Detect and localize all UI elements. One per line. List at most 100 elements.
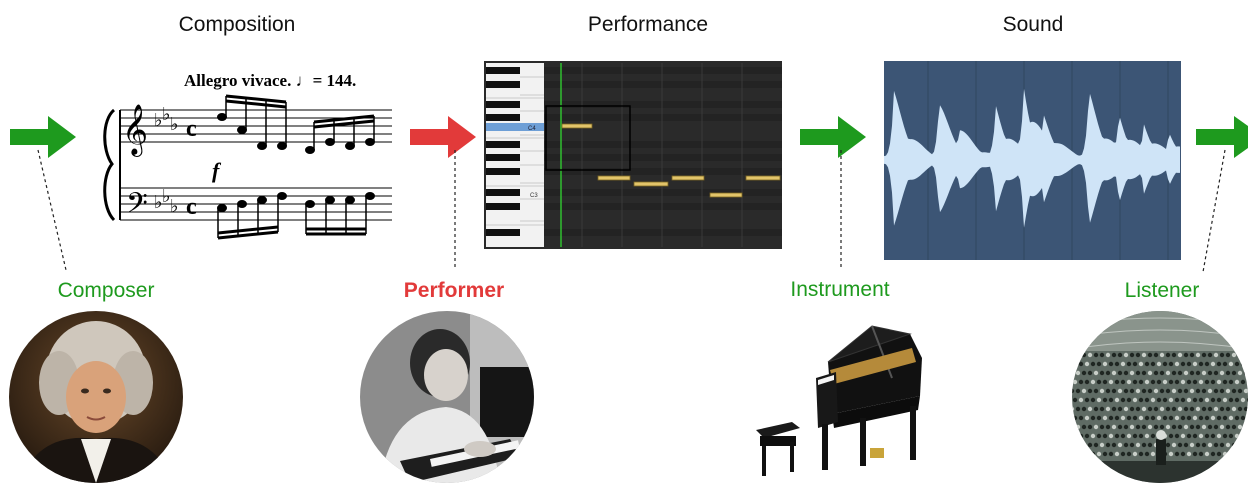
audience-member: [1162, 361, 1168, 367]
audience-member: [1090, 379, 1096, 385]
audience-member: [1198, 397, 1204, 403]
audience-member: [1087, 406, 1093, 412]
audience-member: [1072, 379, 1078, 385]
audience-member: [1201, 352, 1207, 358]
audience-member: [1228, 361, 1234, 367]
audience-member: [1165, 352, 1171, 358]
audience-member: [1141, 406, 1147, 412]
audience-member: [1114, 451, 1120, 457]
audience-member: [1108, 379, 1114, 385]
audience-member: [1156, 397, 1162, 403]
svg-text:♭: ♭: [154, 110, 163, 131]
audience-member: [1168, 451, 1174, 457]
audience-member: [1168, 361, 1174, 367]
audience-member: [1165, 406, 1171, 412]
audience-member: [1102, 379, 1108, 385]
audience-member: [1243, 406, 1248, 412]
audience-member: [1168, 433, 1174, 439]
audience-member: [1198, 361, 1204, 367]
audience-member: [1219, 424, 1225, 430]
audience-member: [1195, 370, 1201, 376]
audience-member: [1186, 433, 1192, 439]
audience-member: [1180, 433, 1186, 439]
audience-member: [1192, 451, 1198, 457]
audience-member: [1135, 442, 1141, 448]
audience-member: [1192, 397, 1198, 403]
role-label-listener: Listener: [1124, 279, 1200, 302]
audio-waveform: [884, 61, 1181, 260]
audience-member: [1204, 361, 1210, 367]
audience-member: [1084, 361, 1090, 367]
audience-member: [1141, 442, 1147, 448]
audience-member: [1201, 424, 1207, 430]
audience-member: [1222, 415, 1228, 421]
audience-member: [1195, 424, 1201, 430]
role-label-performer: Performer: [403, 279, 505, 302]
audience-member: [1180, 397, 1186, 403]
audience-member: [1156, 361, 1162, 367]
role-label-instrument: Instrument: [790, 278, 890, 301]
audience-member: [1174, 379, 1180, 385]
audience-member: [1225, 352, 1231, 358]
audience-member: [1237, 370, 1243, 376]
arrow-right-icon: [800, 116, 866, 158]
audience-member: [1162, 397, 1168, 403]
audience-member: [1126, 451, 1132, 457]
audience-member: [1165, 424, 1171, 430]
audience-member: [1189, 370, 1195, 376]
audience-member: [1216, 451, 1222, 457]
audience-member: [1093, 388, 1099, 394]
audience-member: [1096, 451, 1102, 457]
audience-member: [1150, 451, 1156, 457]
audience-member: [1183, 406, 1189, 412]
audience-member: [1222, 433, 1228, 439]
arrow-right-icon: [410, 116, 476, 158]
audience-member: [1120, 361, 1126, 367]
svg-text:♭: ♭: [154, 192, 163, 213]
audience-member: [1189, 442, 1195, 448]
audience-member: [1201, 370, 1207, 376]
audience-member: [1075, 370, 1081, 376]
audience-member: [1132, 361, 1138, 367]
audience-member: [1225, 406, 1231, 412]
audience-member: [1216, 433, 1222, 439]
audience-member: [1195, 442, 1201, 448]
audience-member: [1174, 451, 1180, 457]
audience-member: [1144, 397, 1150, 403]
audience-member: [1210, 379, 1216, 385]
svg-text:♭: ♭: [170, 114, 179, 135]
audience-member: [1159, 406, 1165, 412]
audience-member: [1150, 379, 1156, 385]
audience-member: [1102, 415, 1108, 421]
audience-member: [1081, 406, 1087, 412]
audience-member: [1108, 415, 1114, 421]
audience-member: [1165, 388, 1171, 394]
audience-member: [1105, 442, 1111, 448]
svg-text:♭: ♭: [162, 186, 171, 207]
audience-member: [1108, 397, 1114, 403]
audience-member: [1129, 352, 1135, 358]
audience-member: [1078, 397, 1084, 403]
audience-member: [1129, 370, 1135, 376]
audience-member: [1147, 442, 1153, 448]
audience-member: [1141, 424, 1147, 430]
audience-member: [1144, 451, 1150, 457]
audience-member: [1102, 433, 1108, 439]
audience-member: [1153, 406, 1159, 412]
piano-roll: C4 C3: [484, 61, 782, 249]
audience-member: [1084, 379, 1090, 385]
audience-member: [1159, 388, 1165, 394]
audience-member: [1075, 406, 1081, 412]
audience-member: [1171, 370, 1177, 376]
audience-member: [1096, 415, 1102, 421]
key-label-c4: C4: [528, 126, 536, 132]
audience-member: [1120, 451, 1126, 457]
audience-member: [1192, 361, 1198, 367]
audience-member: [1177, 388, 1183, 394]
audience-member: [1135, 388, 1141, 394]
audience-member: [1183, 370, 1189, 376]
audience-member: [1207, 442, 1213, 448]
audience-member: [1168, 397, 1174, 403]
audience-member: [1123, 424, 1129, 430]
